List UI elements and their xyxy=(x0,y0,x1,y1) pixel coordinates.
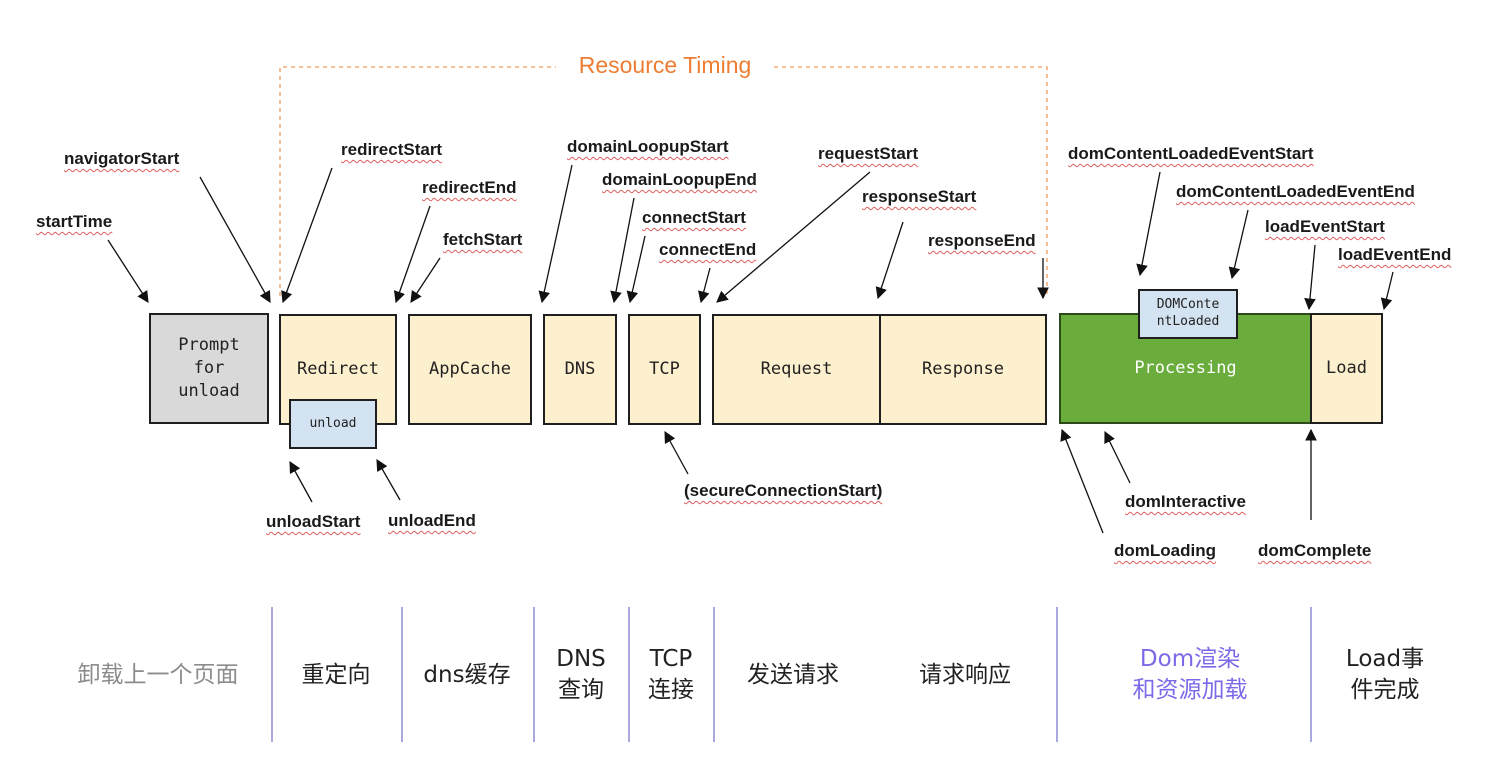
category-divider xyxy=(713,607,715,742)
label-startTime: startTime xyxy=(36,212,113,231)
label-connectEnd: connectEnd xyxy=(659,240,757,259)
dns-box: DNS xyxy=(543,314,617,425)
label-domainLoopupEnd: domainLoopupEnd xyxy=(602,170,757,189)
fetchStart-arrow xyxy=(410,257,441,303)
response-box: Response xyxy=(879,314,1047,425)
load-box: Load xyxy=(1310,313,1383,424)
loadEventStart-arrow xyxy=(1304,244,1316,311)
requestStart-arrow xyxy=(716,171,871,303)
label-domContentLoadedEventStart: domContentLoadedEventStart xyxy=(1068,144,1314,163)
unload-box: unload xyxy=(289,399,377,449)
label-responseEnd: responseEnd xyxy=(928,231,1036,250)
label-navigatorStart: navigatorStart xyxy=(64,149,180,168)
category-load-event: Load事 件完成 xyxy=(1345,646,1425,704)
domContentLoadedEventEnd-arrow xyxy=(1228,209,1249,280)
label-loadEventEnd: loadEventEnd xyxy=(1338,245,1452,264)
category-divider xyxy=(1310,607,1312,742)
category-divider xyxy=(533,607,535,742)
domContentLoadedEventStart-arrow xyxy=(1136,171,1161,277)
loadEventEnd-arrow xyxy=(1380,271,1394,311)
domInteractive-arrow xyxy=(1104,430,1131,484)
label-domContentLoadedEventEnd: domContentLoadedEventEnd xyxy=(1176,182,1415,201)
label-domainLoopupStart: domainLoopupStart xyxy=(567,137,729,156)
label-connectStart: connectStart xyxy=(642,208,746,227)
label-secureConnectionStart: (secureConnectionStart) xyxy=(684,481,883,500)
domainLoopupStart-arrow xyxy=(538,164,573,304)
label-fetchStart: fetchStart xyxy=(443,230,523,249)
redirectEnd-arrow xyxy=(394,205,431,304)
domLoading-arrow xyxy=(1060,428,1104,534)
redirectStart-arrow xyxy=(281,167,333,304)
connectStart-arrow xyxy=(626,235,646,304)
label-loadEventStart: loadEventStart xyxy=(1265,217,1385,236)
category-dom-render: Dom渲染 和资源加载 xyxy=(1132,646,1248,704)
category-tcp-connect: TCP 连接 xyxy=(648,646,694,704)
secureConnectionStart-arrow xyxy=(664,430,689,475)
label-requestStart: requestStart xyxy=(818,144,919,163)
connectEnd-arrow xyxy=(698,267,711,304)
tcp-box: TCP xyxy=(628,314,701,425)
category-redirect: 重定向 xyxy=(301,662,371,688)
category-request-response: 请求响应 xyxy=(919,662,1011,688)
category-divider xyxy=(401,607,403,742)
domcontentloaded-box: DOMConte ntLoaded xyxy=(1138,289,1238,339)
label-unloadEnd: unloadEnd xyxy=(388,511,476,530)
appcache-box: AppCache xyxy=(408,314,532,425)
label-redirectEnd: redirectEnd xyxy=(422,178,517,197)
label-redirectStart: redirectStart xyxy=(341,140,443,159)
startTime-arrow xyxy=(107,239,149,303)
category-send-request: 发送请求 xyxy=(747,662,839,688)
unloadStart-arrow xyxy=(289,460,313,503)
category-divider xyxy=(628,607,630,742)
domainLoopupEnd-arrow xyxy=(610,197,635,304)
prompt-for-unload-box: Prompt for unload xyxy=(149,313,269,424)
responseStart-arrow xyxy=(875,221,904,300)
label-unloadStart: unloadStart xyxy=(266,512,361,531)
category-dns-lookup: DNS 查询 xyxy=(556,646,606,704)
category-dns-cache: dns缓存 xyxy=(423,662,511,688)
category-divider xyxy=(271,607,273,742)
label-domLoading: domLoading xyxy=(1114,541,1216,560)
category-unload-page: 卸载上一个页面 xyxy=(77,662,239,688)
category-divider xyxy=(1056,607,1058,742)
label-domComplete: domComplete xyxy=(1258,541,1372,560)
label-domInteractive: domInteractive xyxy=(1125,492,1246,511)
resource-timing-title: Resource Timing xyxy=(560,52,770,79)
request-box: Request xyxy=(712,314,881,425)
label-responseStart: responseStart xyxy=(862,187,977,206)
unloadEnd-arrow xyxy=(376,458,401,501)
navigatorStart-arrow xyxy=(199,176,271,304)
